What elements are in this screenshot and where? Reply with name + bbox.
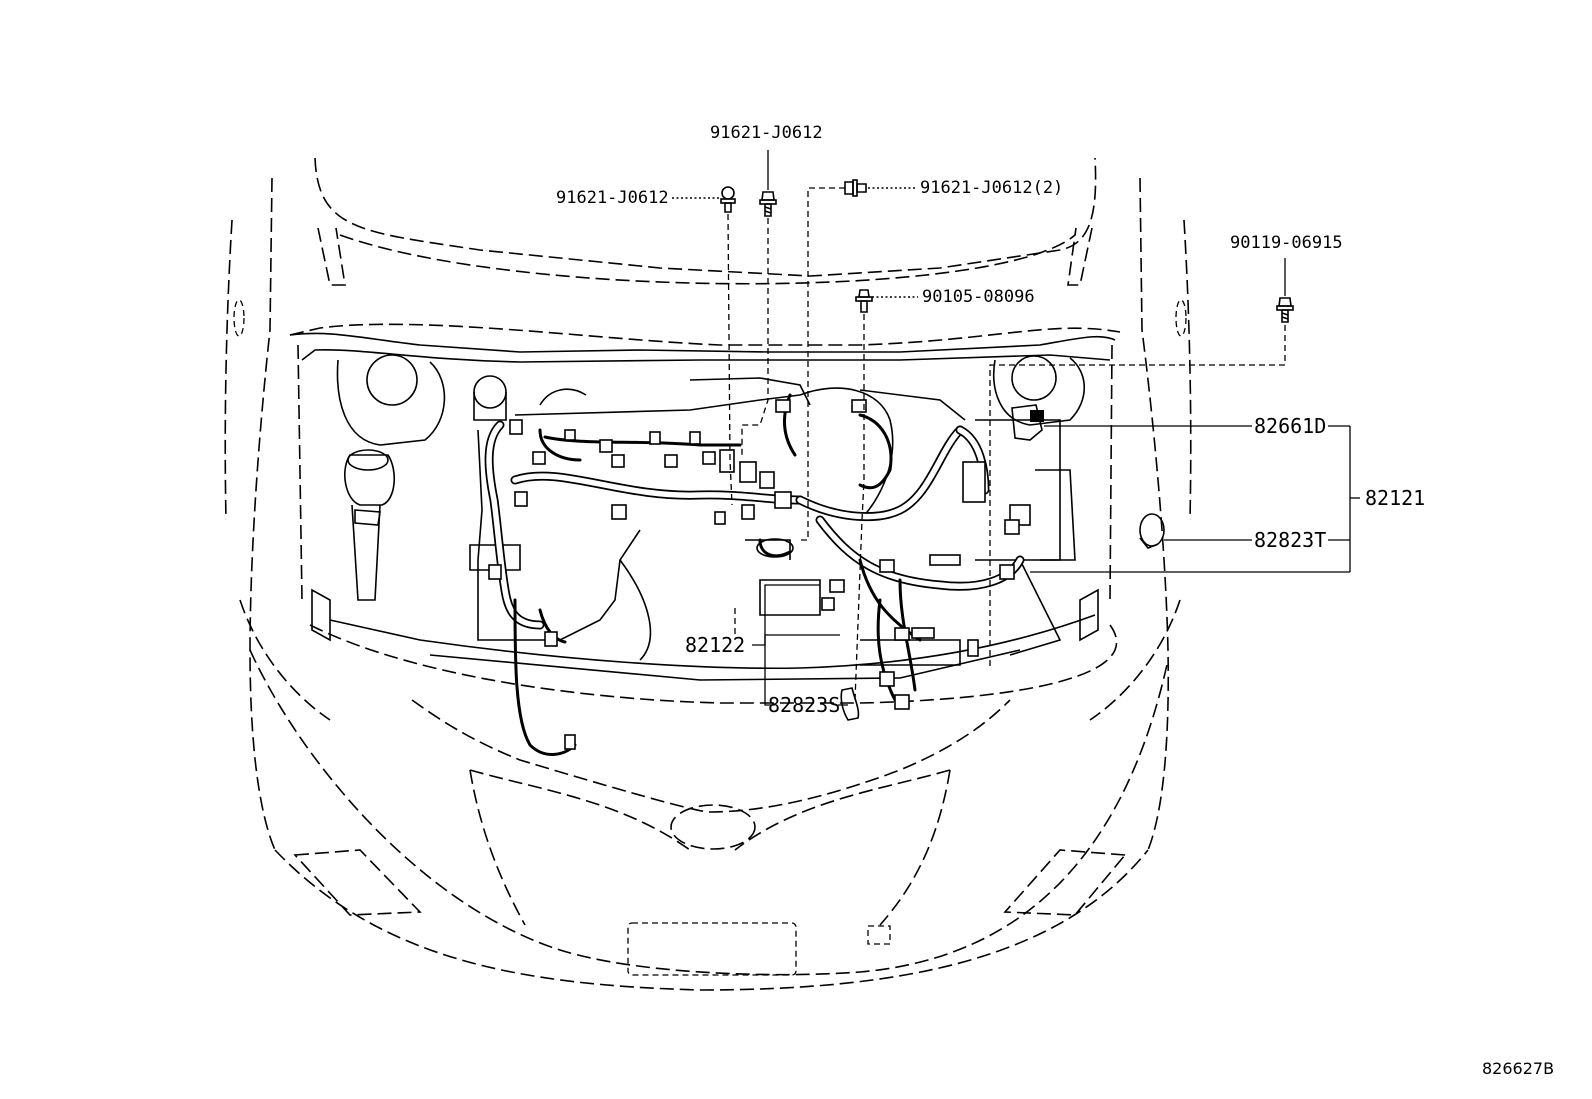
label-bolt-right: 91621-J0612(2) — [920, 178, 1063, 198]
part-82823S-graphic — [840, 687, 860, 721]
bolt-icon — [844, 179, 867, 197]
label-bolt-far-right: 90119-06915 — [1230, 233, 1343, 253]
part-labels: 91621-J0612 91621-J0612 91621-J0612(2) 9… — [556, 123, 1554, 1078]
bolt-icon — [720, 186, 736, 213]
wire-harness — [484, 393, 1025, 756]
engine-bay — [289, 332, 1116, 681]
label-bolt-mid: 90105-08096 — [922, 287, 1035, 307]
vehicle-body-outline — [224, 157, 1192, 991]
diagram-code: 826627B — [1482, 1059, 1554, 1078]
label-part-82823T: 82823T — [1254, 528, 1326, 552]
label-part-82121: 82121 — [1365, 486, 1425, 510]
label-bolt-top: 91621-J0612 — [710, 123, 823, 143]
label-part-82661D: 82661D — [1254, 414, 1326, 438]
part-82823T-graphic — [1139, 513, 1165, 549]
bolt-icons — [720, 179, 1294, 323]
label-part-82823S: 82823S — [768, 693, 840, 717]
label-part-82122: 82122 — [685, 633, 745, 657]
label-bolt-left: 91621-J0612 — [556, 188, 669, 208]
bolt-icon — [759, 191, 777, 217]
bolt-icon — [1276, 297, 1294, 323]
harness-connectors — [488, 399, 1031, 750]
leader-lines — [672, 150, 1360, 706]
part-82661D-graphic — [1011, 404, 1044, 441]
bolt-icon — [855, 289, 873, 313]
